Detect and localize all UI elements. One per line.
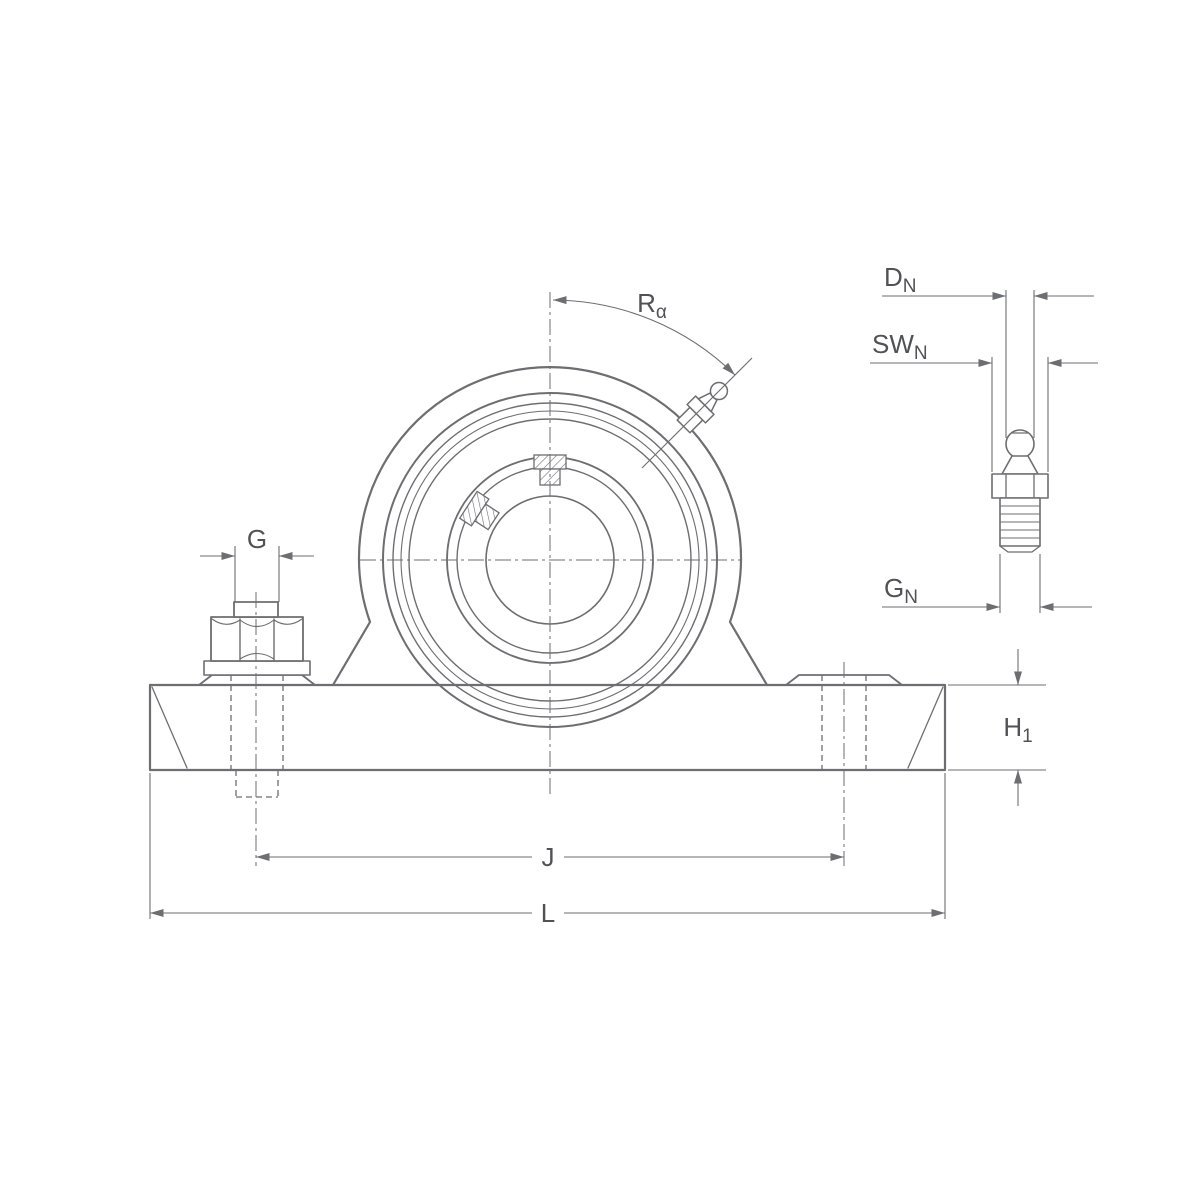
label-swn: SWN xyxy=(872,329,928,364)
right-bolt-hole-hidden xyxy=(821,675,867,770)
label-j: J xyxy=(542,842,555,872)
bolt-hole-hidden xyxy=(230,675,284,770)
nipple-taper xyxy=(1001,455,1039,475)
set-screw-angled xyxy=(458,490,500,531)
nut-facet-lines xyxy=(239,618,275,662)
dimension-dn: DN xyxy=(882,262,1094,438)
bolt-washer xyxy=(203,660,311,676)
left-bolt-boss xyxy=(198,674,316,686)
housing-base xyxy=(148,683,947,772)
dimension-l: L xyxy=(149,773,946,928)
bolt-end-hidden xyxy=(235,770,279,798)
label-h1: H1 xyxy=(1003,712,1032,747)
dimension-r-alpha: Rα xyxy=(552,288,736,376)
nipple-ball xyxy=(1005,429,1035,459)
label-g: G xyxy=(247,524,267,554)
label-dn: DN xyxy=(884,262,917,297)
mounting-bolt xyxy=(203,601,311,798)
dimension-gn: GN xyxy=(882,554,1092,613)
dimension-swn: SWN xyxy=(870,329,1098,472)
grease-fitting xyxy=(641,357,753,469)
label-r-alpha: Rα xyxy=(637,288,667,323)
bolt-nut xyxy=(210,616,304,662)
label-l: L xyxy=(541,898,555,928)
nut-chamfer-arcs xyxy=(211,618,303,660)
dimension-h1: H1 xyxy=(948,649,1046,806)
nipple-hex xyxy=(991,473,1049,499)
grease-nipple-detail xyxy=(991,429,1049,553)
base-left-chamfer xyxy=(151,686,188,769)
dimension-g: G xyxy=(200,524,314,602)
centerlines xyxy=(255,292,845,866)
base-right-chamfer xyxy=(907,686,944,769)
dimension-j: J xyxy=(256,842,844,872)
grease-fitting-axis xyxy=(641,357,753,469)
label-gn: GN xyxy=(884,573,918,608)
